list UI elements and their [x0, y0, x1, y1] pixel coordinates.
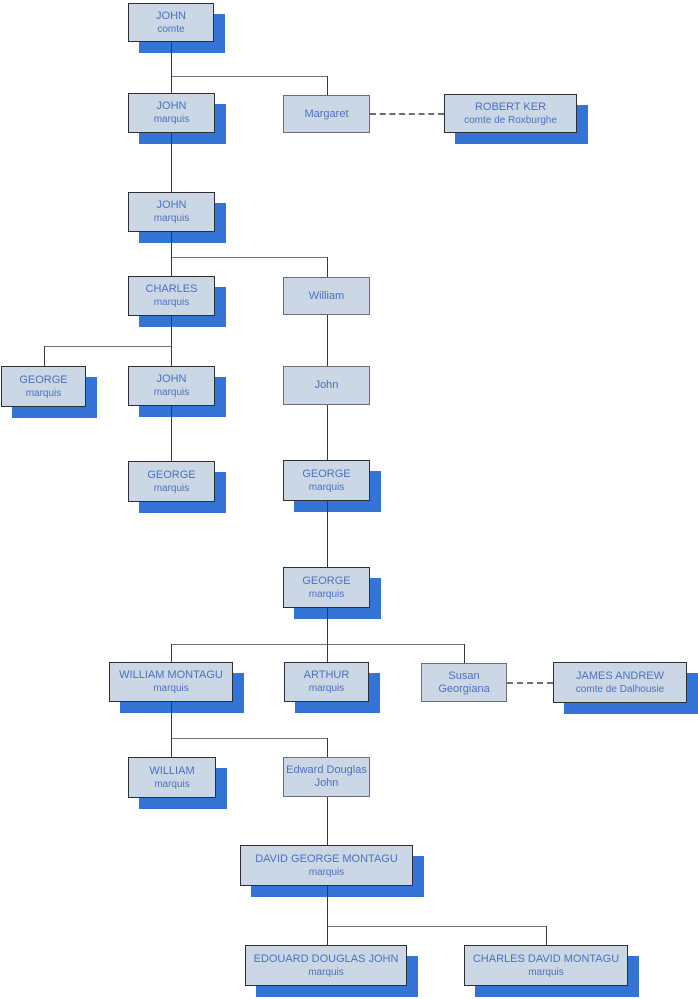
descent-connector-line: [464, 644, 465, 663]
descent-connector-line: [171, 257, 172, 276]
node-susan-georgiana[interactable]: Susan Georgiana: [421, 663, 507, 702]
descent-connector-line: [327, 405, 328, 460]
descent-connector-line: [171, 257, 327, 258]
descent-connector-line: [327, 608, 328, 644]
descent-connector-line: [171, 76, 327, 77]
person-name: CHARLES DAVID MONTAGU: [472, 952, 620, 965]
person-title: marquis: [25, 387, 62, 399]
node-margaret[interactable]: Margaret: [283, 95, 370, 133]
descent-connector-line: [171, 644, 464, 645]
person-name: GEORGE: [302, 467, 351, 480]
descent-connector-line: [171, 738, 327, 739]
person-title: marquis: [153, 387, 190, 398]
person-title: comte: [157, 23, 185, 35]
person-name: JOHN: [156, 199, 187, 211]
person-title: comte de Roxburghe: [464, 114, 557, 126]
person-name: GEORGE: [19, 373, 68, 386]
descent-connector-line: [171, 316, 172, 366]
marriage-dashed-line: [370, 113, 444, 115]
descent-connector-line: [327, 644, 328, 662]
person-title: marquis: [308, 481, 345, 493]
descent-connector-line: [327, 886, 328, 926]
person-title: marquis: [153, 114, 190, 125]
person-title: marquis: [154, 778, 190, 790]
person-title: marquis: [308, 588, 345, 600]
person-name: Susan Georgiana: [438, 669, 490, 695]
person-title: marquis: [153, 683, 189, 694]
person-name: ARTHUR: [303, 669, 350, 681]
person-name: EDOUARD DOUGLAS JOHN: [253, 952, 399, 965]
descent-connector-line: [327, 315, 328, 366]
node-william-montagu[interactable]: WILLIAM MONTAGU marquis: [109, 662, 233, 702]
person-title: marquis: [153, 482, 190, 494]
node-william[interactable]: William: [283, 277, 370, 315]
person-name: ROBERT KER: [474, 100, 547, 113]
descent-connector-line: [327, 76, 328, 95]
descent-connector-line: [171, 76, 172, 93]
descent-connector-line: [171, 133, 172, 192]
node-edward-douglas-john[interactable]: Edward Douglas John: [283, 757, 370, 797]
person-name: WILLIAM: [149, 764, 195, 777]
descent-connector-line: [327, 501, 328, 567]
descent-connector-line: [171, 644, 172, 662]
node-arthur-marquis[interactable]: ARTHUR marquis: [284, 662, 369, 702]
person-name: DAVID GEORGE MONTAGU: [255, 852, 398, 865]
node-john-plain[interactable]: John: [283, 366, 370, 405]
person-title: marquis: [308, 866, 345, 878]
descent-connector-line: [546, 926, 547, 945]
person-name: Margaret: [304, 107, 349, 120]
person-title: marquis: [308, 966, 344, 978]
node-charles-marquis[interactable]: CHARLES marquis: [128, 276, 215, 316]
descent-connector-line: [44, 346, 45, 366]
descent-connector-line: [327, 738, 328, 757]
person-name: JOHN: [156, 9, 186, 22]
descent-connector-line: [327, 926, 546, 927]
person-name: William: [308, 289, 345, 302]
person-name: JOHN: [156, 100, 187, 112]
person-title: marquis: [153, 213, 190, 224]
node-john-marquis-3[interactable]: JOHN marquis: [128, 192, 215, 232]
descent-connector-line: [327, 257, 328, 277]
node-john-marquis-2[interactable]: JOHN marquis: [128, 93, 215, 133]
person-name: JOHN: [156, 373, 187, 385]
descent-connector-line: [171, 42, 172, 76]
person-title: marquis: [153, 297, 190, 308]
person-name: WILLIAM MONTAGU: [119, 669, 223, 681]
descent-connector-line: [171, 702, 172, 738]
descent-connector-line: [171, 738, 172, 757]
descent-connector-line: [44, 346, 171, 347]
node-john-marquis-4[interactable]: JOHN marquis: [128, 366, 215, 406]
descent-connector-line: [171, 406, 172, 461]
person-name: Edward Douglas John: [286, 764, 367, 789]
person-name: CHARLES: [145, 283, 198, 295]
person-name: John: [314, 379, 339, 391]
marriage-dashed-line: [507, 682, 553, 684]
descent-connector-line: [171, 232, 172, 257]
person-title: marquis: [308, 683, 345, 694]
person-name: GEORGE: [147, 468, 196, 481]
person-name: JAMES ANDREW: [575, 669, 664, 682]
person-title: marquis: [528, 966, 564, 978]
person-title: comte de Dalhousie: [575, 683, 665, 695]
descent-connector-line: [327, 926, 328, 945]
descent-connector-line: [327, 797, 328, 845]
person-name: GEORGE: [302, 574, 351, 587]
